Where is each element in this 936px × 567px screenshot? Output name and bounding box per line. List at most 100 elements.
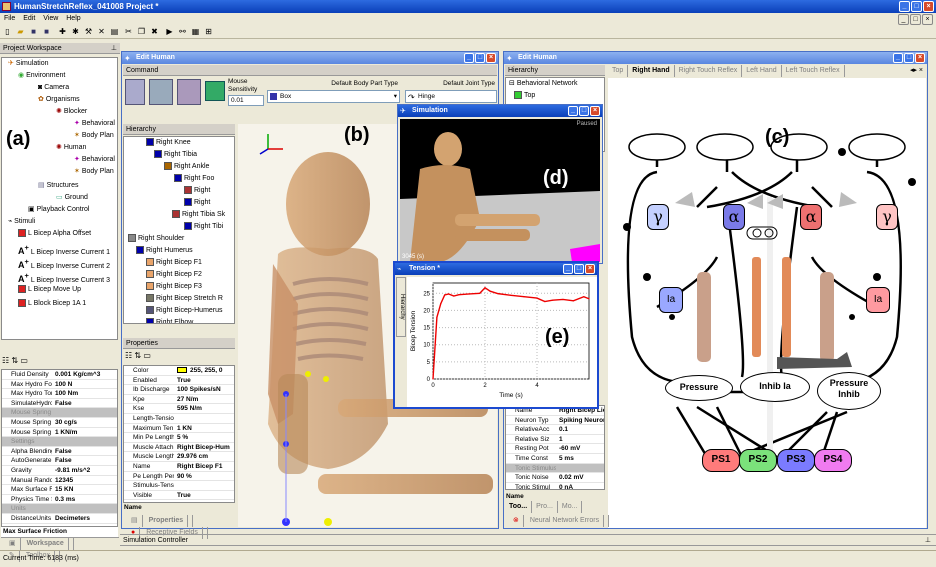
copy-icon[interactable]: ❐ (137, 27, 146, 36)
close-button[interactable]: × (486, 53, 496, 63)
sort-alpha-icon[interactable]: ⇅ (134, 351, 142, 360)
property-value[interactable]: -9.81 m/s^2 (55, 466, 91, 474)
tree-item[interactable]: Right Bicep F1 (124, 257, 234, 269)
tree-item[interactable]: ◙ Camera (38, 84, 70, 91)
pressure-interneuron[interactable]: Pressure (665, 375, 733, 401)
tree-item[interactable]: ✿ Organisms (38, 96, 80, 103)
property-value[interactable]: 5 ms (559, 454, 574, 462)
tab-controls[interactable]: ◂▸ × (909, 67, 923, 74)
tree-item[interactable]: Right Bicep F3 (124, 281, 234, 293)
organism-icon[interactable]: ✱ (72, 27, 79, 36)
tab-properties[interactable]: ▤ Properties (123, 515, 194, 527)
tree-item[interactable]: A+ L Bicep Inverse Current 3 (18, 271, 110, 284)
minimize-button[interactable]: _ (893, 53, 903, 63)
property-value[interactable]: 5 % (177, 434, 189, 442)
tree-item[interactable]: Right Foo (124, 173, 234, 185)
property-row[interactable]: Units (2, 504, 117, 514)
tree-item[interactable]: Right Tibia Sk (124, 209, 234, 221)
property-value[interactable]: 0.1 (559, 426, 569, 434)
gamma-neuron-left[interactable]: γ (647, 204, 669, 230)
ia-afferent-right[interactable]: Ia (866, 287, 890, 313)
tree-item[interactable]: ✶ Body Plan (74, 168, 114, 175)
save-icon[interactable]: ■ (31, 27, 36, 36)
hierarchy-side-tab[interactable]: Hierarchy (396, 277, 406, 337)
property-value[interactable]: 0.001 Kg/cm^3 (55, 371, 101, 378)
property-row[interactable]: Gravity-9.81 m/s^2 (2, 466, 117, 476)
tree-item[interactable]: ⊟ Behavioral Network (509, 80, 578, 87)
tree-item[interactable]: Right Tibi (124, 221, 234, 233)
tree-item[interactable]: ◉ Environment (18, 72, 66, 79)
property-value[interactable]: True (177, 491, 191, 499)
tab-left-hand[interactable]: Left Hand (742, 65, 782, 77)
add-icon[interactable]: ✚ (59, 27, 66, 36)
tab-properties[interactable]: Pro... (532, 501, 558, 513)
tool-icon[interactable]: ⚒ (84, 27, 93, 36)
body-part-type-select[interactable]: Box▾ (267, 90, 400, 103)
property-value[interactable]: Right Bicep Lie (559, 407, 605, 414)
link-icon[interactable]: ⚯ (179, 27, 186, 36)
tree-item[interactable]: Right (124, 197, 234, 209)
joint-tool-icon[interactable] (177, 79, 201, 105)
tab-right-touch-reflex[interactable]: Right Touch Reflex (675, 65, 743, 77)
menu-edit[interactable]: Edit (23, 15, 36, 22)
property-value[interactable]: Spiking Neuron (559, 416, 605, 424)
property-pages-icon[interactable]: ▭ (143, 351, 151, 360)
tab-toolbox[interactable]: Too... (505, 501, 533, 513)
tab-modules[interactable]: Mo... (558, 501, 583, 513)
menu-file[interactable]: File (4, 15, 16, 22)
maximize-button[interactable]: □ (475, 53, 485, 63)
close-button[interactable]: × (585, 264, 595, 274)
maximize-button[interactable]: □ (574, 264, 584, 274)
tree-item[interactable]: ✺ Human (56, 144, 87, 151)
property-row[interactable]: Max Surface Fr15 KN (2, 485, 117, 495)
sort-category-icon[interactable]: ☷ (125, 351, 133, 360)
property-value[interactable]: 100 Spikes/sN (177, 386, 221, 394)
minimize-button[interactable]: _ (563, 264, 573, 274)
tab-left-touch-reflex[interactable]: Left Touch Reflex (782, 65, 845, 77)
chevron-down-icon[interactable]: ▾ (393, 93, 397, 100)
network-icon[interactable]: ⊞ (205, 27, 212, 36)
tree-item[interactable]: Right Tibia (124, 149, 234, 161)
muscle-tool-icon[interactable] (205, 81, 225, 101)
property-value[interactable]: 100 N (55, 380, 73, 388)
property-row[interactable]: Max Hydro For100 N (2, 380, 117, 390)
property-value[interactable]: 1 KN/m (55, 428, 78, 436)
pressure-sensor-1[interactable]: PS1 (702, 449, 740, 472)
settings-icon[interactable]: ✕ (98, 27, 105, 36)
tab-top[interactable]: Top (608, 65, 629, 77)
pin-icon[interactable]: ⊥ (924, 537, 931, 544)
property-value[interactable]: Right Bicep F1 (177, 462, 223, 470)
tree-item[interactable]: ✦ Behavioral (74, 120, 115, 127)
gamma-neuron-right[interactable]: γ (876, 204, 898, 230)
save-all-icon[interactable]: ■ (44, 27, 49, 36)
new-icon[interactable]: ▯ (5, 27, 10, 36)
mdi-restore-button[interactable]: □ (910, 14, 921, 25)
close-button[interactable]: × (915, 53, 925, 63)
tab-right-hand[interactable]: Right Hand (628, 65, 675, 77)
simulation-viewport[interactable]: Paused 3045 (s) (400, 119, 600, 262)
property-value[interactable]: 100 Nm (55, 390, 79, 398)
paste-icon[interactable]: ✖ (151, 27, 158, 36)
property-value[interactable]: 0.3 ms (55, 495, 76, 503)
mdi-minimize-button[interactable]: _ (898, 14, 909, 25)
property-value[interactable]: 255, 255, 0 (190, 367, 223, 374)
sort-category-icon[interactable]: ☷ (2, 356, 10, 365)
property-value[interactable]: -60 mV (559, 445, 581, 453)
tree-item[interactable]: ▤ Structures (38, 182, 79, 189)
tree-item[interactable]: Right Bicep F2 (124, 269, 234, 281)
property-row[interactable]: Physics Time S0.3 ms (2, 495, 117, 505)
tree-item[interactable]: ▣ Playback Control (28, 206, 90, 213)
property-row[interactable]: Tonic Stimulus Properties (506, 463, 604, 474)
minimize-button[interactable]: _ (568, 106, 578, 116)
